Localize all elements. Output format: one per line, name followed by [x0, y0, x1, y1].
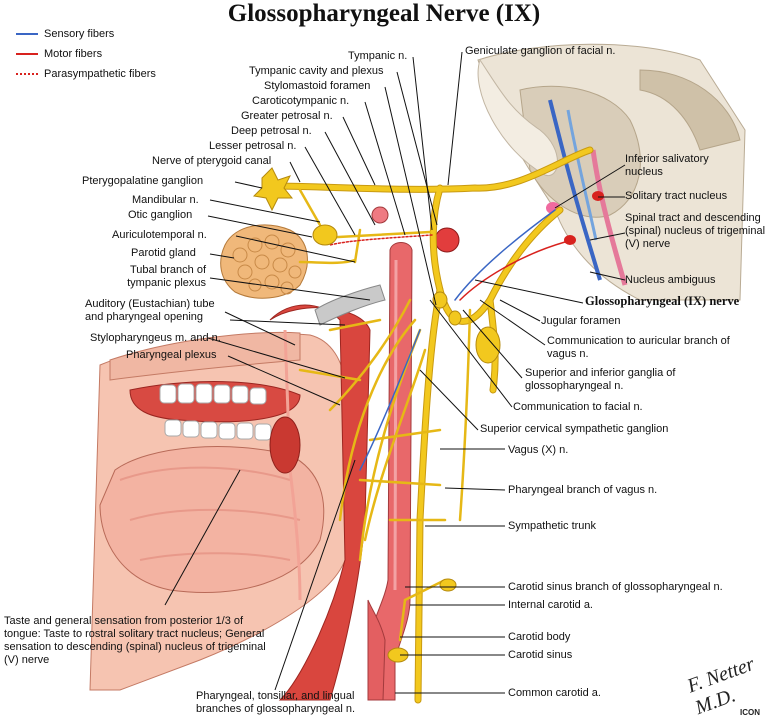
label-comm-facial: Communication to facial n. [513, 401, 643, 413]
label-geniculate-ganglion: Geniculate ganglion of facial n. [465, 45, 616, 57]
label-vagus: Vagus (X) n. [508, 444, 569, 456]
diagram-title: Glossopharyngeal Nerve (IX) [227, 0, 541, 27]
label-internal-carotid: Internal carotid a. [508, 599, 593, 611]
label-sympathetic-trunk: Sympathetic trunk [508, 520, 597, 532]
label-deep-petrosal: Deep petrosal n. [231, 125, 312, 137]
label-stylopharyngeus: Stylopharyngeus m. and n. [90, 332, 221, 344]
head-section [89, 284, 386, 701]
label-spinal-tract: Spinal tract and descending (spinal) nuc… [625, 212, 766, 250]
label-jugular-foramen: Jugular foramen [541, 315, 621, 327]
label-inferior-salivatory: Inferior salivatory nucleus [625, 153, 709, 178]
carotid-arteries [367, 206, 460, 701]
publisher-mark: ICON [740, 708, 760, 717]
label-auditory-tube: Auditory (Eustachian) tube and pharyngea… [85, 298, 215, 323]
label-pharyngeal-vagus: Pharyngeal branch of vagus n. [508, 484, 658, 496]
label-carotid-body: Carotid body [508, 631, 571, 643]
label-pharyngeal-plexus: Pharyngeal plexus [126, 349, 217, 361]
label-greater-petrosal: Greater petrosal n. [241, 110, 333, 122]
label-otic-ganglion: Otic ganglion [128, 209, 193, 221]
label-carotid-sinus-branch: Carotid sinus branch of glossopharyngeal… [508, 581, 723, 593]
legend-parasympathetic-label: Parasympathetic fibers [44, 68, 156, 80]
label-mandibular-n: Mandibular n. [132, 194, 199, 206]
ganglia [252, 167, 501, 663]
legend-motor-label: Motor fibers [44, 48, 103, 60]
legend-sensory-label: Sensory fibers [44, 28, 115, 40]
label-taste-sensation: Taste and general sensation from posteri… [4, 615, 266, 666]
label-auriculotemporal: Auriculotemporal n. [112, 229, 207, 241]
label-nucleus-ambiguus: Nucleus ambiguus [625, 274, 716, 286]
label-tubal-branch: Tubal branch of tympanic plexus [127, 264, 206, 289]
label-carotid-sinus: Carotid sinus [508, 649, 573, 661]
label-caroticotympanic: Caroticotympanic n. [252, 95, 350, 107]
parotid-gland-shape [220, 224, 308, 299]
label-tympanic-n: Tympanic n. [348, 50, 408, 62]
label-pharyngeal-tonsillar: Pharyngeal, tonsillar, and lingual branc… [196, 690, 355, 715]
label-pterygopalatine-ganglion: Pterygopalatine ganglion [82, 175, 204, 187]
label-stylomastoid-foramen: Stylomastoid foramen [264, 80, 371, 92]
label-lesser-petrosal: Lesser petrosal n. [209, 140, 297, 152]
nerve-paths [266, 146, 594, 704]
label-parotid-gland: Parotid gland [131, 247, 196, 259]
label-comm-auricular: Communication to auricular branch of vag… [547, 335, 730, 360]
label-tympanic-cavity: Tympanic cavity and plexus [249, 65, 384, 77]
label-glossopharyngeal-nerve: Glossopharyngeal (IX) nerve [585, 294, 740, 308]
legend-swatches [16, 33, 38, 75]
label-solitary-tract: Solitary tract nucleus [625, 190, 728, 202]
label-sup-inf-ganglia: Superior and inferior ganglia of glossop… [525, 367, 676, 392]
label-common-carotid: Common carotid a. [508, 687, 601, 699]
leader-lines [164, 51, 626, 694]
label-sup-cervical: Superior cervical sympathetic ganglion [480, 423, 669, 435]
label-pterygoid-canal: Nerve of pterygoid canal [152, 155, 272, 167]
